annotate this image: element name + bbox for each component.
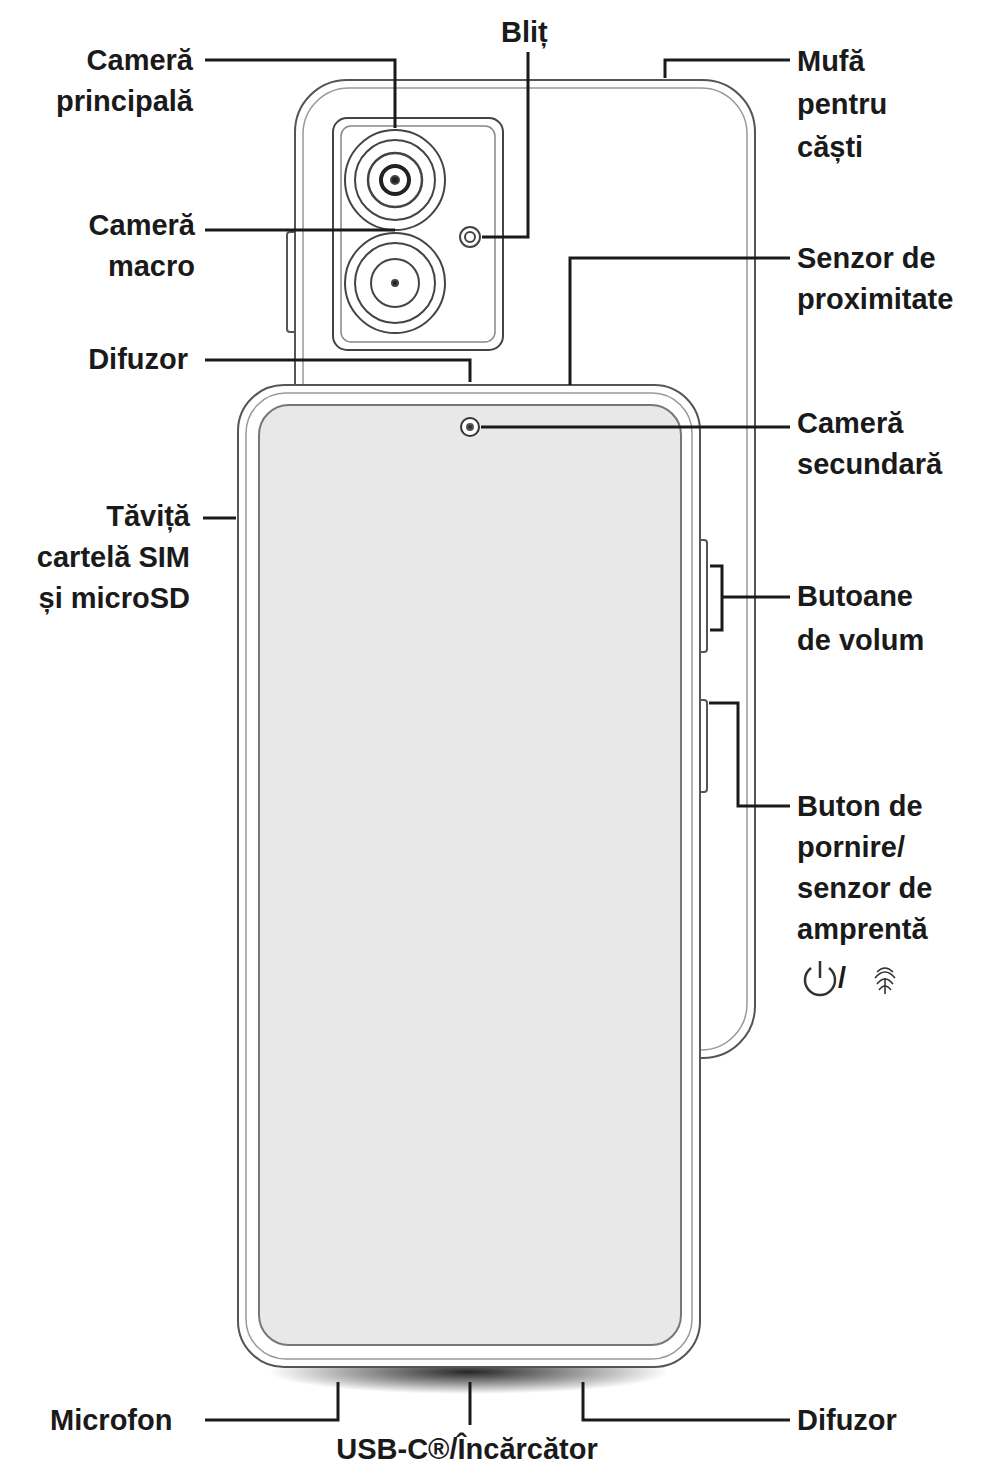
fingerprint-icon (875, 968, 895, 994)
part-label: Cameră secundară (797, 403, 975, 485)
part-label: Senzor de proximitate (797, 238, 977, 320)
front-phone (238, 385, 707, 1367)
part-label: Mufă pentru căști (797, 40, 909, 169)
part-label: Tăviță cartelă SIM și microSD (8, 496, 190, 619)
part-label: USB-C®/Încărcător (307, 1429, 627, 1470)
part-label: Bliț (501, 12, 571, 53)
part-label: Cameră macro (55, 205, 195, 287)
part-label: Difuzor (38, 339, 188, 380)
part-label: Difuzor (797, 1400, 957, 1441)
separator: / (838, 958, 868, 999)
camera-module (333, 118, 503, 350)
part-label: Microfon (50, 1400, 210, 1441)
leader-lines (203, 52, 790, 1425)
power-icon (805, 961, 835, 995)
part-label: Buton de pornire/ senzor de amprentă (797, 786, 957, 950)
part-label: Cameră principală (18, 40, 193, 122)
part-label: Butoane de volum (797, 574, 942, 662)
